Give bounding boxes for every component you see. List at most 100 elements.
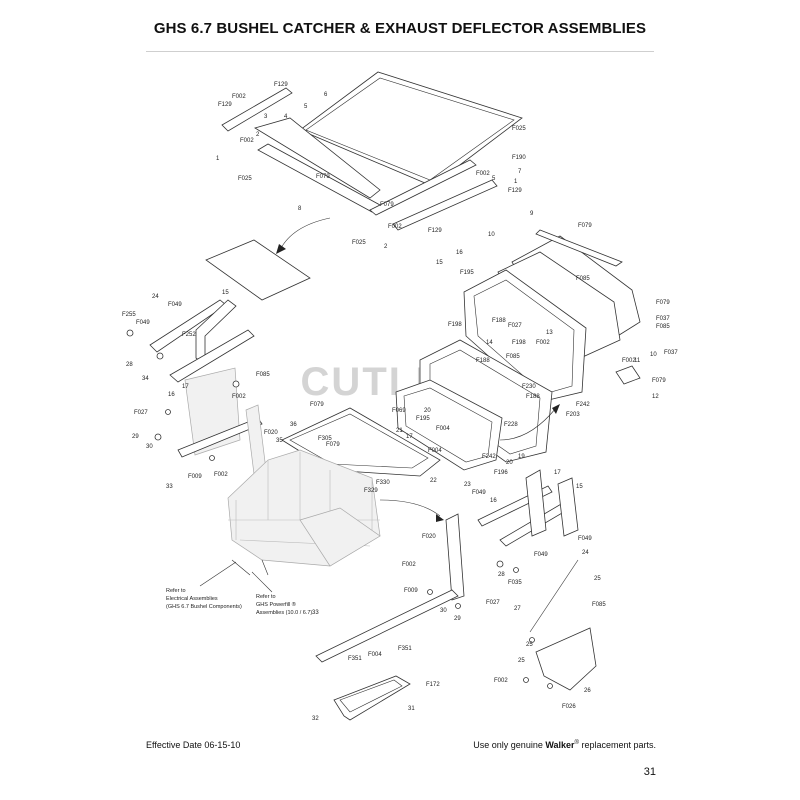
part-label: F049 xyxy=(534,552,548,558)
part-label: 10 xyxy=(650,352,657,358)
part-label: 1 xyxy=(216,156,220,162)
part-label: 28 xyxy=(126,362,133,368)
deflector-frame-outer xyxy=(463,269,587,403)
part-label: F020 xyxy=(422,534,436,540)
part-label: F002 xyxy=(622,358,636,364)
part-label: 16 xyxy=(456,250,463,256)
handle-assembly xyxy=(333,675,411,721)
part-label: 27 xyxy=(514,606,521,612)
part-label: 15 xyxy=(222,290,229,296)
part-label: F027 xyxy=(508,323,522,329)
part-label: F085 xyxy=(576,276,590,282)
part-label: F002 xyxy=(232,394,246,400)
part-label: 21 xyxy=(396,428,403,434)
part-label: F330 xyxy=(376,480,390,486)
part-label: 1 xyxy=(514,179,518,185)
part-label: F049 xyxy=(168,302,182,308)
part-label: 15 xyxy=(576,484,583,490)
part-label: F025 xyxy=(238,176,252,182)
part-label: F002 xyxy=(494,678,508,684)
part-label: 10 xyxy=(488,232,495,238)
part-label: F079 xyxy=(380,202,394,208)
svg-text:Electrical Assemblies: Electrical Assemblies xyxy=(166,596,218,602)
part-label: F079 xyxy=(578,223,592,229)
svg-text:Refer to: Refer to xyxy=(256,594,276,600)
part-label: F190 xyxy=(512,155,526,161)
part-label: F195 xyxy=(460,270,474,276)
part-label: 12 xyxy=(652,394,659,400)
part-label: 29 xyxy=(454,616,461,622)
part-label: 16 xyxy=(490,498,497,504)
part-label: F329 xyxy=(364,488,378,494)
part-label: 24 xyxy=(152,294,159,300)
part-label: F009 xyxy=(188,474,202,480)
part-label: 25 xyxy=(594,576,601,582)
part-label: F049 xyxy=(136,320,150,326)
electrical-reference-note: Refer to Electrical Assemblies (GHS 6.7 … xyxy=(166,588,242,610)
deflector-latch xyxy=(615,365,641,385)
part-label: 13 xyxy=(546,330,553,336)
parts-notice: Use only genuine Walker® replacement par… xyxy=(473,740,656,750)
part-label: F129 xyxy=(508,188,522,194)
part-label: F002 xyxy=(402,562,416,568)
svg-text:(GHS 6.7 Bushel Components): (GHS 6.7 Bushel Components) xyxy=(166,604,242,610)
effective-date: Effective Date 06-15-10 xyxy=(146,740,241,750)
powerfill-reference-note: Refer to GHS Powerfill ® Assemblies (10.… xyxy=(256,594,312,616)
grille-screen xyxy=(299,71,523,187)
part-label: F085 xyxy=(506,354,520,360)
part-label: F198 xyxy=(448,322,462,328)
catcher-lid-group xyxy=(205,71,523,301)
part-label: F228 xyxy=(504,422,518,428)
part-label: 25 xyxy=(518,658,525,664)
part-label: 15 xyxy=(436,260,443,266)
part-label: F049 xyxy=(472,490,486,496)
part-label: F002 xyxy=(232,94,246,100)
part-label: F188 xyxy=(492,318,506,324)
part-label: 36 xyxy=(290,422,297,428)
part-label: 35 xyxy=(276,438,283,444)
part-label: F129 xyxy=(274,82,288,88)
part-label: 20 xyxy=(424,408,431,414)
page-number: 31 xyxy=(643,766,656,778)
part-label: F188 xyxy=(526,394,540,400)
spare-screen xyxy=(205,239,311,301)
part-label: 30 xyxy=(440,608,447,614)
part-label: F255 xyxy=(122,312,136,318)
part-label: 20 xyxy=(506,460,513,466)
part-label: F002 xyxy=(214,472,228,478)
part-label: F002 xyxy=(476,171,490,177)
long-bar xyxy=(315,589,459,663)
part-labels: F129 F002 F129 5 6 3 4 2 F002 1 F025 F07… xyxy=(122,82,678,722)
part-label: 6 xyxy=(324,92,328,98)
left-rail-upper xyxy=(221,87,293,132)
part-label: F037 xyxy=(656,316,670,322)
part-label: F079 xyxy=(316,174,330,180)
part-label: 31 xyxy=(408,706,415,712)
part-label: 26 xyxy=(584,688,591,694)
part-label: F004 xyxy=(368,652,382,658)
part-label: F242 xyxy=(482,454,496,460)
brand-name: Walker xyxy=(545,740,575,750)
left-rail-angle xyxy=(254,117,381,199)
part-label: 17 xyxy=(554,470,561,476)
part-label: 8 xyxy=(298,206,302,212)
part-label: 28 xyxy=(498,572,505,578)
part-label: F009 xyxy=(404,588,418,594)
svg-text:Refer to: Refer to xyxy=(166,588,186,594)
part-label: F079 xyxy=(326,442,340,448)
part-label: F172 xyxy=(426,682,440,688)
part-label: 32 xyxy=(312,716,319,722)
deflector-top-strip xyxy=(535,229,623,267)
part-label: F129 xyxy=(218,102,232,108)
right-rail-lower xyxy=(392,179,498,231)
part-label: 11 xyxy=(634,358,641,364)
part-label: F027 xyxy=(134,410,148,416)
part-label: 4 xyxy=(284,114,288,120)
part-label: F002 xyxy=(536,340,550,346)
part-label: 17 xyxy=(406,434,413,440)
right-rail-upper xyxy=(369,159,477,216)
part-label: 22 xyxy=(430,478,437,484)
part-label: F196 xyxy=(494,470,508,476)
part-label: 9 xyxy=(530,211,534,217)
part-label: F203 xyxy=(566,412,580,418)
